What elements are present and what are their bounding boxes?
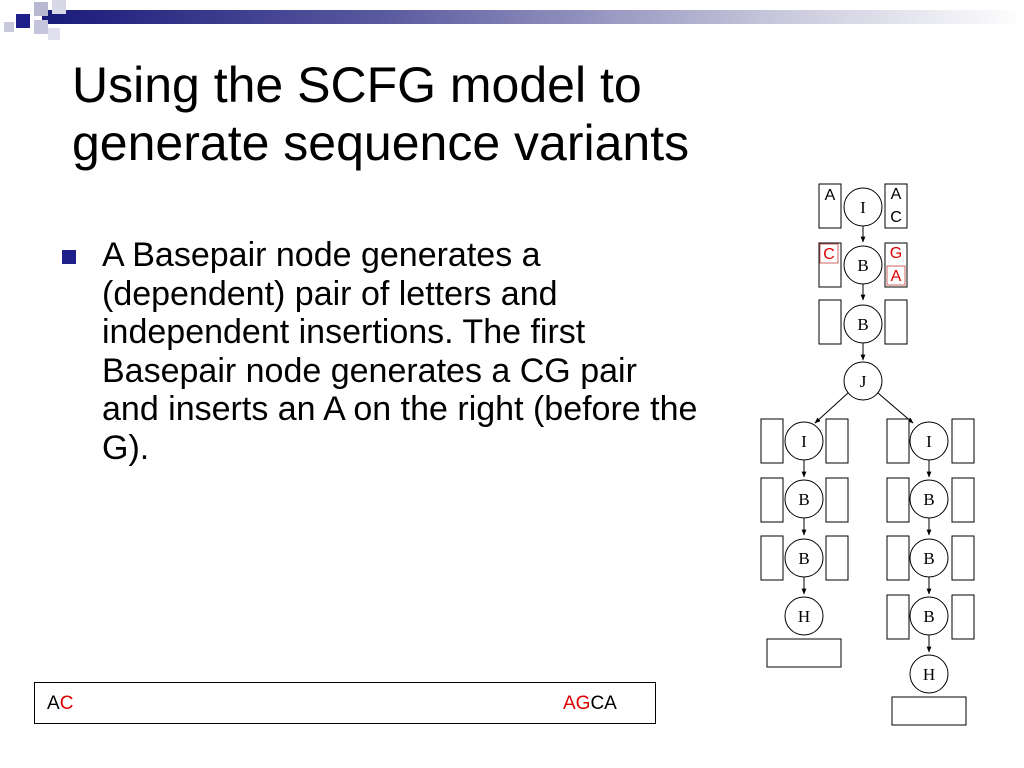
highlight-box xyxy=(819,243,839,264)
decor-square xyxy=(34,20,48,34)
node-label: B xyxy=(923,490,934,509)
pair-box-right xyxy=(884,242,908,288)
slide-title: Using the SCFG model to generate sequenc… xyxy=(72,56,689,172)
insert-box-right xyxy=(951,418,975,464)
node-label: H xyxy=(798,607,810,626)
title-gradient-bar xyxy=(42,10,1024,24)
pair-box-right xyxy=(884,299,908,345)
node-label: B xyxy=(923,607,934,626)
node-label: I xyxy=(926,432,932,451)
seq-letter-black: A xyxy=(47,693,60,714)
node-label: I xyxy=(860,198,866,217)
node-label: B xyxy=(798,490,809,509)
hairpin-box xyxy=(891,696,967,726)
highlight-box xyxy=(886,265,906,286)
title-line-1: Using the SCFG model to xyxy=(72,57,642,113)
pair-box-left xyxy=(760,477,784,523)
decor-square xyxy=(52,0,66,14)
seq-letters-red: AG xyxy=(563,693,591,714)
bullet-list: A Basepair node generates a (dependent) … xyxy=(62,236,702,467)
node-label: B xyxy=(857,315,868,334)
insert-box-right xyxy=(825,418,849,464)
pair-box-left xyxy=(886,594,910,640)
node-label: I xyxy=(801,432,807,451)
insert-letter: C xyxy=(890,209,902,226)
pair-letter-red: G xyxy=(890,245,902,262)
pair-box-right xyxy=(825,535,849,581)
sequence-right: AGCA xyxy=(563,693,617,715)
bullet-item: A Basepair node generates a (dependent) … xyxy=(102,236,698,467)
insert-letter: A xyxy=(825,187,836,204)
insert-letter: A xyxy=(891,186,902,203)
decor-square xyxy=(34,2,48,16)
node-label: H xyxy=(923,665,935,684)
decor-square xyxy=(4,22,14,32)
pair-box-left xyxy=(886,535,910,581)
header-decoration xyxy=(0,0,1024,40)
pair-box-right xyxy=(951,535,975,581)
title-line-2: generate sequence variants xyxy=(72,115,690,171)
tree-edge xyxy=(877,392,914,424)
hairpin-box xyxy=(766,638,842,668)
decor-square xyxy=(48,28,60,40)
decor-square xyxy=(16,14,30,28)
bullet-square-icon xyxy=(62,250,76,264)
seq-letters-black: CA xyxy=(590,693,617,714)
scfg-tree-diagram: A A C I C G A B B J I B B H I B xyxy=(760,183,975,726)
node-label: B xyxy=(923,549,934,568)
node-circle xyxy=(784,596,824,636)
node-circle xyxy=(843,361,883,401)
sequence-box: AC AGCA xyxy=(34,682,656,724)
pair-box-left xyxy=(886,477,910,523)
insert-box-left xyxy=(818,183,842,229)
node-label: B xyxy=(798,549,809,568)
insert-box-left xyxy=(886,418,910,464)
insert-box-left xyxy=(760,418,784,464)
pair-box-left xyxy=(818,299,842,345)
pair-box-right xyxy=(825,477,849,523)
pair-box-left xyxy=(760,535,784,581)
insert-box-right xyxy=(884,183,908,229)
node-label: B xyxy=(857,256,868,275)
node-label: J xyxy=(860,372,867,391)
pair-box-right xyxy=(951,594,975,640)
pair-box-right xyxy=(951,477,975,523)
seq-letter-red: C xyxy=(59,693,74,714)
pair-box-left xyxy=(818,242,842,288)
sequence-left: AC xyxy=(47,693,73,715)
pair-letter-red: A xyxy=(891,268,902,285)
node-circle xyxy=(909,654,949,694)
pair-letter-red: C xyxy=(823,246,835,263)
tree-edge xyxy=(814,392,849,424)
